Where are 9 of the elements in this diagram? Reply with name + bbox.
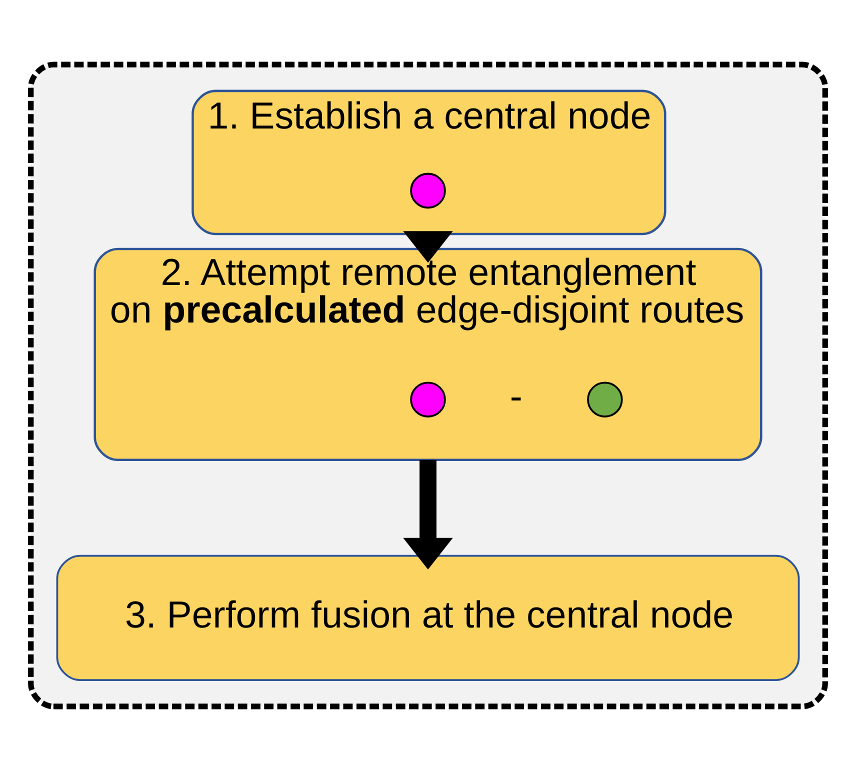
node-circle <box>410 172 446 208</box>
node-circle <box>410 381 446 417</box>
node-circle <box>587 381 623 417</box>
cluster: 1. Establish a central node <box>192 89 666 235</box>
arrow <box>403 459 453 569</box>
node-box: 3. Perform fusion at the central node <box>56 554 800 680</box>
cluster <box>28 61 828 709</box>
label: - <box>510 374 522 417</box>
arrow <box>403 230 453 262</box>
